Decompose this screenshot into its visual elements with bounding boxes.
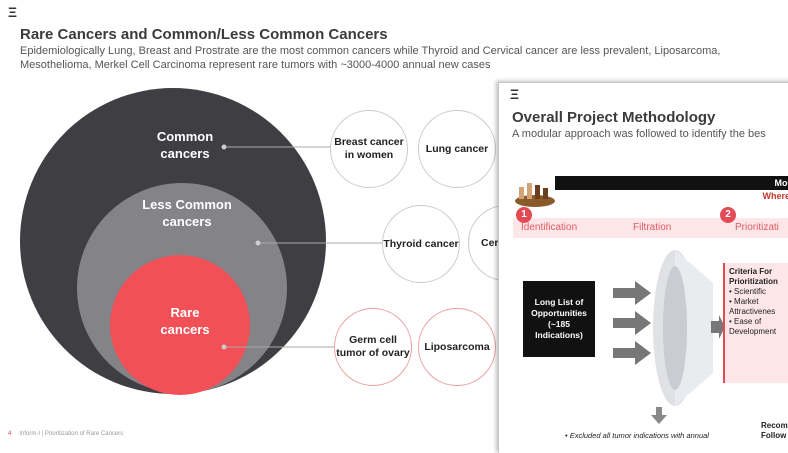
slide-subtitle: A modular approach was followed to ident… bbox=[512, 128, 766, 140]
bubble-breast-cancer: Breast cancer in women bbox=[330, 110, 408, 188]
process-arrow-bar: Identification Filtration Prioritizati bbox=[513, 218, 788, 238]
criteria-box: Criteria For Prioritization • Scientific… bbox=[723, 263, 788, 383]
logo-icon: Ξ bbox=[510, 86, 519, 102]
down-arrow-icon bbox=[651, 407, 667, 425]
excluded-note: • Excluded all tumor indications with an… bbox=[565, 431, 709, 440]
module-banner: Modul Where to bbox=[555, 176, 788, 204]
slide-methodology[interactable]: Ξ Overall Project Methodology A modular … bbox=[498, 82, 788, 453]
funnel-graphic bbox=[595, 243, 725, 413]
criteria-item: • Market Attractivenes bbox=[729, 297, 788, 317]
module-title: Modul bbox=[775, 178, 788, 188]
step-1-badge: 1 bbox=[516, 207, 532, 223]
bubble-liposarcoma: Liposarcoma bbox=[418, 308, 496, 386]
criteria-item: • Ease of Development bbox=[729, 317, 788, 337]
module-subtitle: Where to bbox=[762, 191, 788, 201]
bubble-germ-cell-tumor: Germ cell tumor of ovary bbox=[334, 308, 412, 386]
criteria-item: • Scientific bbox=[729, 287, 788, 297]
long-list-box: Long List of Opportunities (~185 Indicat… bbox=[523, 281, 595, 357]
chess-pieces-icon bbox=[513, 179, 557, 209]
bubble-thyroid-cancer: Thyroid cancer bbox=[382, 205, 460, 283]
step-prioritization: Prioritizati bbox=[735, 218, 779, 238]
slide-title: Overall Project Methodology bbox=[512, 109, 715, 126]
slide-footer: 4 Inform-I | Prioritization of Rare Cance… bbox=[8, 431, 123, 437]
page-number: 4 bbox=[8, 431, 11, 437]
bubble-lung-cancer: Lung cancer bbox=[418, 110, 496, 188]
step-identification: Identification bbox=[521, 218, 577, 238]
criteria-title: Criteria For Prioritization bbox=[729, 267, 788, 287]
recommendation-label: Recom Follow bbox=[761, 421, 788, 441]
step-2-badge: 2 bbox=[720, 207, 736, 223]
footer-text: Inform-I | Prioritization of Rare Cancer… bbox=[19, 431, 123, 437]
step-filtration: Filtration bbox=[633, 218, 671, 238]
